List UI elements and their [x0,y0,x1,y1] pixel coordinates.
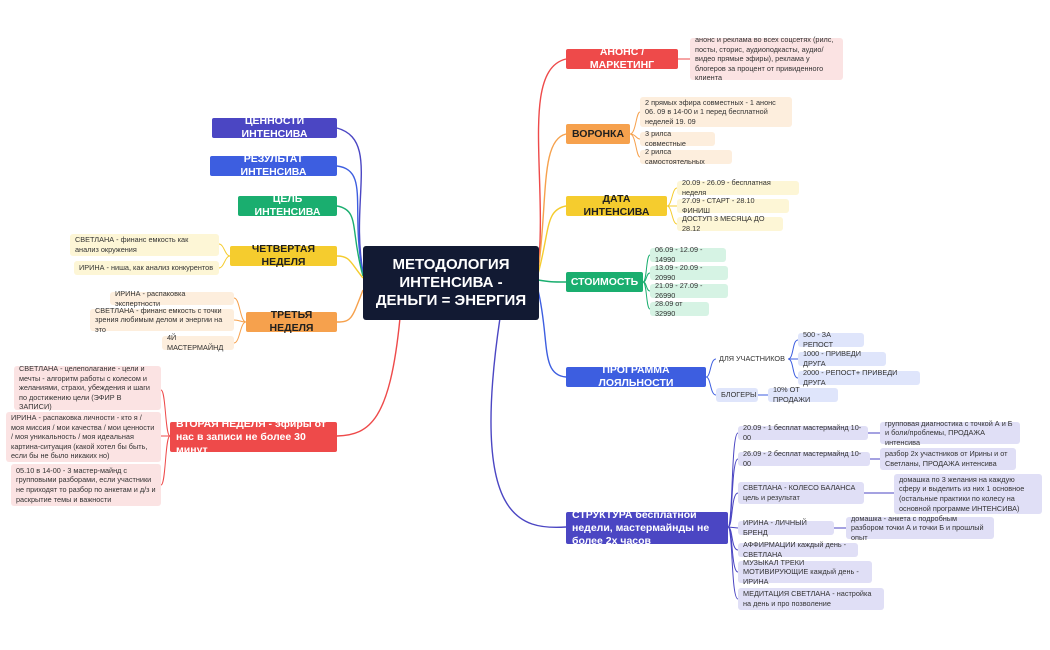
structure-item[interactable]: 26.09 - 2 бесплат мастермайнд 10-00 [738,449,870,468]
structure-detail[interactable]: домашка по 3 желания на каждую сферу и в… [894,474,1042,514]
cost-item[interactable]: 28.09 от 32990 [650,299,709,318]
branch-result[interactable]: РЕЗУЛЬТАТ ИНТЕНСИВА [210,153,337,178]
branch-goal[interactable]: ЦЕЛЬ ИНТЕНСИВА [238,193,337,218]
branch-loyalty[interactable]: ПРОГРАММА ЛОЯЛЬНОСТИ [566,364,706,389]
week3-item[interactable]: 4Й МАСТЕРМАЙНД [162,333,234,352]
structure-item[interactable]: 20.09 - 1 бесплат мастермайнд 10-00 [738,423,868,442]
branch-goal-label: ЦЕЛЬ ИНТЕНСИВА [254,193,321,218]
cost-item[interactable]: 21.09 - 27.09 - 26990 [650,281,728,300]
loyalty-item[interactable]: 2000 - РЕПОСТ+ ПРИВЕДИ ДРУГА [798,368,920,387]
structure-detail[interactable]: разбор 2х участников от Ирины и от Светл… [880,448,1016,470]
week2-item[interactable]: ИРИНА - распаковка личности - кто я / мо… [6,412,161,462]
branch-cost[interactable]: СТОИМОСТЬ [566,272,643,292]
branch-structure[interactable]: СТРУКТУРА бесплатной недели, мастермайнд… [566,509,728,547]
structure-detail[interactable]: домашка - анкета с подробным разбором то… [846,514,994,542]
date-item[interactable]: 20.09 - 26.09 - бесплатная неделя [677,178,799,197]
loyalty-item[interactable]: 1000 - ПРИВЕДИ ДРУГА [798,349,886,368]
date-item[interactable]: 27.09 - СТАРТ - 28.10 ФИНИШ [677,196,789,215]
loyalty-bloggers[interactable]: БЛОГЕРЫ [716,388,758,402]
branch-result-label: РЕЗУЛЬТАТ ИНТЕНСИВА [240,153,307,178]
structure-item[interactable]: МУЗЫКАЛ ТРЕКИ МОТИВИРУЮЩИЕ каждый день -… [738,558,872,586]
branch-funnel[interactable]: ВОРОНКА [566,124,630,144]
cost-item[interactable]: 06.09 - 12.09 - 14990 [650,245,726,264]
branch-values-label: ЦЕННОСТИ ИНТЕНСИВА [241,115,308,140]
branch-date[interactable]: ДАТА ИНТЕНСИВА [566,193,667,218]
loyalty-item[interactable]: 500 - ЗА РЕПОСТ [798,330,864,349]
branch-date-label: ДАТА ИНТЕНСИВА [583,193,650,218]
structure-detail[interactable]: групповая диагностика с точкой А и Б и б… [880,419,1020,447]
loyalty-blogger-item[interactable]: 10% ОТ ПРОДАЖИ [768,385,838,404]
week4-item[interactable]: СВЕТЛАНА - финанс емкость как анализ окр… [70,234,219,256]
branch-funnel-label: ВОРОНКА [571,127,625,140]
branch-announce-label: АНОНС / МАРКЕТИНГ [589,46,655,71]
week2-item[interactable]: СВЕТЛАНА - целеполагание - цели и мечты … [14,364,161,411]
branch-loyalty-label: ПРОГРАММА ЛОЯЛЬНОСТИ [598,364,674,389]
week2-item[interactable]: 05.10 в 14-00 - 3 мастер-майнд с группов… [11,464,161,506]
week3-item[interactable]: СВЕТЛАНА - финанс емкость с точки зрения… [90,306,234,334]
funnel-item[interactable]: 3 рилса совместные [640,129,715,148]
branch-announce[interactable]: АНОНС / МАРКЕТИНГ [566,46,678,71]
funnel-item[interactable]: 2 рилса самостоятельных [640,147,732,166]
loyalty-participants[interactable]: ДЛЯ УЧАСТНИКОВ [719,354,785,364]
branch-week3-label: ТРЕТЬЯ НЕДЕЛЯ [269,309,314,334]
branch-values[interactable]: ЦЕННОСТИ ИНТЕНСИВА [212,115,337,140]
branch-structure-label: СТРУКТУРА бесплатной недели, мастермайнд… [572,508,710,547]
structure-item[interactable]: МЕДИТАЦИЯ СВЕТЛАНА - настройка на день и… [738,588,884,610]
structure-item[interactable]: АФФИРМАЦИИ каждый день - СВЕТЛАНА [738,540,858,559]
week3-item[interactable]: ИРИНА - распаковка экспертности [110,289,234,308]
branch-week2-label: ВТОРАЯ НЕДЕЛЯ - эфиры от нас в записи не… [176,417,326,456]
center-title: МЕТОДОЛОГИЯ ИНТЕНСИВА - ДЕНЬГИ = ЭНЕРГИЯ [375,256,527,309]
structure-item[interactable]: ИРИНА - ЛИЧНЫЙ БРЕНД [738,518,834,537]
branch-week2[interactable]: ВТОРАЯ НЕДЕЛЯ - эфиры от нас в записи не… [170,418,337,456]
branch-cost-label: СТОИМОСТЬ [570,275,639,288]
branch-week3[interactable]: ТРЕТЬЯ НЕДЕЛЯ [246,309,337,334]
cost-item[interactable]: 13.09 - 20.09 - 20990 [650,263,728,282]
date-item[interactable]: ДОСТУП 3 МЕСЯЦА ДО 28.12 [677,214,783,233]
funnel-item[interactable]: 2 прямых эфира совместных - 1 анонс 06. … [640,97,792,127]
center-topic[interactable]: МЕТОДОЛОГИЯ ИНТЕНСИВА - ДЕНЬГИ = ЭНЕРГИЯ [363,246,539,320]
announce-item[interactable]: анонс и реклама во всех соцсетях (рилс, … [690,35,843,82]
branch-week4[interactable]: ЧЕТВЕРТАЯ НЕДЕЛЯ [230,243,337,268]
week4-item[interactable]: ИРИНА - ниша, как анализ конкурентов [74,261,219,275]
structure-item[interactable]: СВЕТЛАНА - КОЛЕСО БАЛАНСА цель и результ… [738,482,864,504]
branch-week4-label: ЧЕТВЕРТАЯ НЕДЕЛЯ [251,243,316,268]
